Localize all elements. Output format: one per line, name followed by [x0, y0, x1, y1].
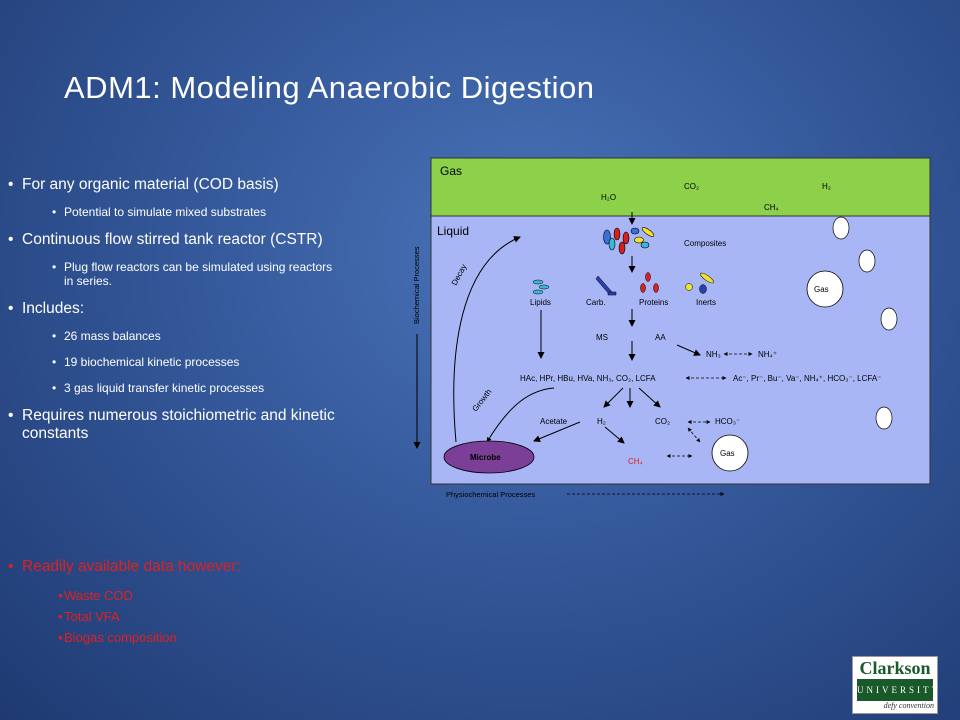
proteins-particles	[640, 272, 659, 293]
bullet-cstr: Continuous flow stirred tank reactor (CS…	[8, 231, 338, 249]
h2-liquid-label: H₂	[597, 417, 606, 426]
inerts-particles	[685, 272, 714, 294]
composites-particles	[603, 227, 655, 255]
logo-band: UNIVERSITY	[857, 679, 938, 701]
ch4-gas: CH₄	[764, 203, 779, 212]
carb-particles	[595, 275, 617, 296]
microbe-label: Microbe	[470, 453, 501, 462]
bullet-constants: Requires numerous stoichiometric and kin…	[8, 407, 338, 443]
lipids-label: Lipids	[530, 298, 551, 307]
bullet-available-data: Readily available data however:	[8, 558, 338, 576]
h2o-gas: H₂O	[601, 193, 616, 202]
gas-label: Gas	[440, 164, 462, 178]
biochemical-processes-label: Biochemical Processes	[412, 246, 421, 324]
rising-bubbles	[832, 216, 898, 430]
bullet-includes: Includes:	[8, 300, 338, 318]
bullet-list: For any organic material (COD basis) Pot…	[8, 176, 338, 454]
gas-bubble-lower	[711, 434, 749, 472]
sub-bullet-kinetic-processes: 19 biochemical kinetic processes	[8, 355, 338, 369]
inerts-label: Inerts	[696, 298, 716, 307]
ch4-liquid-label: CH₄	[628, 457, 643, 466]
gas-bubble-right-label: Gas	[814, 285, 829, 294]
sub-bullet-gas-liquid: 3 gas liquid transfer kinetic processes	[8, 381, 338, 395]
acids-label: HAc, HPr, HBu, HVa, NH₃, CO₂, LCFA	[520, 374, 656, 383]
logo-tagline: defy convention	[883, 701, 934, 710]
co2-gas: CO₂	[684, 182, 699, 191]
adm1-diagram: Gas H₂O CO₂ H₂ CH₄ Liquid Composites Lip…	[412, 157, 931, 499]
gas-bubble-right	[806, 270, 844, 308]
liquid-label: Liquid	[437, 224, 469, 238]
clarkson-logo: Clarkson UNIVERSITY defy convention	[852, 656, 938, 714]
ms-label: MS	[596, 333, 608, 342]
logo-name: Clarkson	[859, 658, 931, 678]
carb-label: Carb.	[586, 298, 606, 307]
gas-bubble-lower-label: Gas	[720, 449, 735, 458]
lipids-particles	[532, 279, 550, 295]
nh3-label: NH₃	[706, 350, 721, 359]
proteins-label: Proteins	[639, 298, 668, 307]
hco3-label: HCO₃⁻	[715, 417, 740, 426]
slide-title: ADM1: Modeling Anaerobic Digestion	[64, 70, 595, 105]
h2-gas: H₂	[822, 182, 831, 191]
acetate-label: Acetate	[540, 417, 568, 426]
sub-bullet-total-vfa: Total VFA	[8, 608, 338, 625]
co2-liquid-label: CO₂	[655, 417, 670, 426]
sub-bullet-mixed-substrates: Potential to simulate mixed substrates	[8, 205, 338, 219]
nh4-label: NH₄⁺	[758, 350, 777, 359]
microbe	[443, 440, 535, 474]
gas-zone	[430, 157, 931, 217]
bullet-organic-material: For any organic material (COD basis)	[8, 176, 338, 194]
sub-bullet-biogas: Biogas composition	[8, 629, 338, 646]
sub-bullet-mass-balances: 26 mass balances	[8, 329, 338, 343]
red-bullet-list: Readily available data however: Waste CO…	[8, 558, 338, 650]
sub-bullet-waste-cod: Waste COD	[8, 587, 338, 604]
composites-label: Composites	[684, 239, 726, 248]
physiochemical-processes-label: Physiochemical Processes	[446, 490, 535, 499]
liquid-zone	[430, 215, 931, 485]
ions-label: Ac⁻, Pr⁻, Bu⁻, Va⁻, NH₄⁺, HCO₃⁻, LCFA⁻	[733, 374, 881, 383]
sub-bullet-plug-flow: Plug flow reactors can be simulated usin…	[8, 260, 338, 288]
aa-label: AA	[655, 333, 666, 342]
